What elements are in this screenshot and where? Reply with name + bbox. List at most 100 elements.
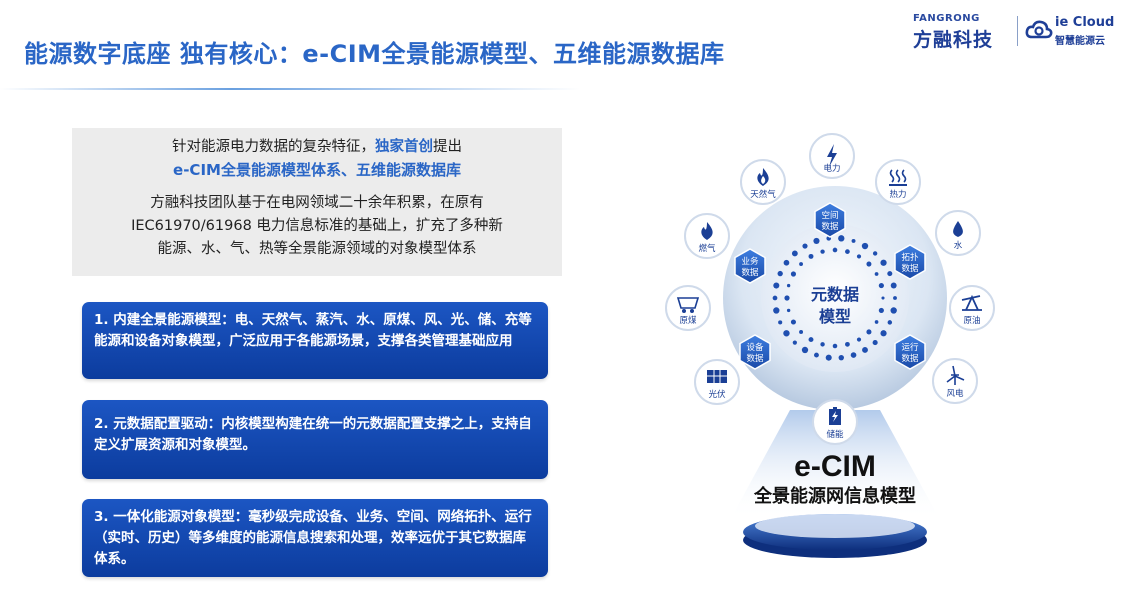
cloud-icon (1025, 20, 1053, 39)
ring-dot (802, 243, 808, 249)
node-photovoltaic: 光伏 (694, 359, 740, 405)
node-photovoltaic-label: 光伏 (708, 389, 726, 400)
node-electric-power-label: 电力 (823, 163, 840, 174)
ring-dot (866, 329, 872, 335)
node-wind-power-label: 风电 (946, 388, 964, 399)
node-raw-coal: 原煤 (665, 285, 711, 331)
ring-dot (887, 320, 893, 325)
lightning-icon (827, 144, 837, 167)
wind-turbine-icon (946, 365, 965, 385)
ring-dot (808, 337, 814, 343)
ring-dot (887, 271, 893, 277)
coal-cart-icon (676, 297, 700, 309)
ring-dot (790, 319, 796, 325)
ecim-brand-label: e-CIM (794, 450, 876, 483)
ring-dot (820, 342, 825, 347)
ring-dot (850, 352, 857, 358)
hex-device-data-label-1: 设备 (746, 342, 764, 353)
hex-topology-data: 拓扑 数据 (894, 244, 926, 280)
node-energy-storage: 储能 (812, 399, 858, 445)
light-beam (730, 410, 940, 520)
intro-paragraph-line-3: 能源、水、气、热等全景能源领域的对象模型体系 (157, 241, 477, 257)
hex-business-data-label-2: 数据 (741, 267, 759, 278)
ring-dot (786, 308, 791, 313)
ring-dot (861, 242, 869, 250)
intro-paragraph-line-1: 方融科技团队基于在电网领域二十余年积累，在原有 (150, 195, 484, 211)
node-gas-label: 燃气 (698, 243, 716, 254)
node-wind-power: 风电 (932, 358, 978, 404)
hex-runtime-data-label-2: 数据 (901, 353, 919, 364)
ring-dot (866, 261, 872, 267)
node-natural-gas-label: 天然气 (750, 189, 776, 200)
ring-dot (838, 235, 845, 242)
feature-card-builtin-model: 1. 内建全景能源模型：电、天然气、蒸汽、水、原煤、风、光、储、充等能源和设备对… (82, 302, 548, 379)
page-title: 能源数字底座 独有核心：e-CIM全景能源模型、五维能源数据库 (24, 40, 725, 68)
ring-dot (783, 259, 790, 266)
core-label-line-2: 模型 (819, 307, 851, 326)
ring-dot (792, 340, 797, 345)
intro-line-1: 针对能源电力数据的复杂特征，独家首创提出 (72, 136, 562, 159)
node-crude-oil-label: 原油 (963, 315, 980, 326)
cloud-brand-english: ie Cloud (1055, 15, 1115, 30)
hex-runtime-data-label-1: 运行 (901, 342, 919, 353)
feature-card-metadata-driven: 2. 元数据配置驱动：内核模型构建在统一的元数据配置支撑之上，支持自定义扩展资源… (82, 400, 548, 479)
hex-topology-data-label-2: 数据 (901, 263, 919, 274)
node-water-label: 水 (954, 240, 963, 251)
ring-dot (783, 330, 790, 337)
brand-english: FANGRONG (913, 13, 980, 24)
node-gas: 燃气 (684, 213, 730, 259)
metadata-core (761, 224, 909, 372)
hex-device-data: 设备 数据 (739, 334, 771, 370)
ring-dot (874, 320, 879, 324)
ring-dot (832, 247, 838, 253)
ring-dot (801, 346, 809, 354)
gas-flame-icon (701, 222, 713, 240)
ring-dot (872, 251, 878, 256)
brand-chinese: 方融科技 (913, 29, 994, 51)
ring-dot (825, 354, 832, 361)
ring-dot (890, 282, 897, 289)
node-natural-gas: 天然气 (740, 159, 786, 205)
ring-dot (872, 340, 878, 346)
ring-dot (778, 320, 783, 325)
ring-dot (799, 329, 804, 334)
ring-dot (777, 270, 783, 277)
ring-dot (878, 307, 884, 314)
hex-runtime-data: 运行 数据 (894, 334, 926, 370)
oil-pump-icon (961, 294, 982, 311)
ring-dot (881, 296, 885, 300)
ring-dot (808, 253, 814, 259)
feature-card-unified-object-model: 3. 一体化能源对象模型：毫秒级完成设备、业务、空间、网络拓扑、运行（实时、历史… (82, 499, 548, 577)
ring-dot (845, 341, 850, 347)
ring-dot (838, 354, 844, 361)
ring-dot (890, 307, 897, 314)
ring-dot (773, 282, 780, 289)
hex-business-data: 业务 数据 (734, 248, 766, 284)
pedestal-highlight (755, 514, 915, 538)
ring-dot (786, 283, 791, 288)
ring-dot (820, 249, 825, 254)
ring-dot (862, 347, 868, 353)
cloud-brand-chinese: 智慧能源云 (1055, 36, 1105, 47)
node-heat-label: 热力 (889, 189, 906, 200)
intro-line-2: e-CIM全景能源模型体系、五维能源数据库 (173, 161, 461, 179)
ring-dot (880, 259, 887, 266)
node-electric-power: 电力 (809, 133, 855, 179)
hex-topology-data-label-1: 拓扑 (901, 252, 919, 263)
ring-dot (791, 250, 798, 257)
ring-dot (851, 238, 856, 243)
ring-dot (878, 282, 884, 289)
title-underline (0, 88, 580, 90)
ring-dot (893, 296, 897, 300)
node-water: 水 (935, 210, 981, 256)
ring-dot (773, 307, 780, 314)
ring-dot (856, 254, 862, 259)
ring-dot (790, 271, 797, 277)
intro-box: 针对能源电力数据的复杂特征，独家首创提出 e-CIM全景能源模型体系、五维能源数… (72, 128, 562, 276)
hex-device-data-label-2: 数据 (746, 353, 764, 364)
ring-dot (772, 295, 778, 301)
hex-space-data-label-1: 空间 (821, 210, 838, 221)
company-logo: FANGRONG 方融科技 ie Cloud 智慧能源云 (913, 10, 1125, 51)
node-heat: 热力 (875, 159, 921, 205)
ecim-diagram: 元数据 模型 空间 数据 拓扑 数据 运行 数据 设备 数据 业务 数据 电力 … (665, 133, 995, 558)
